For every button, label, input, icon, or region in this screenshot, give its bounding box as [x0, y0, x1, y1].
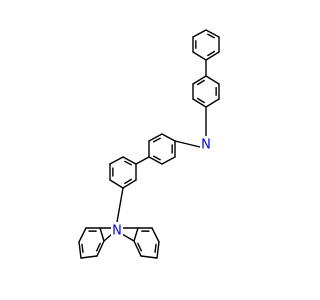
atom-n-amine: N	[200, 136, 212, 153]
molecule-structure: N N	[78, 29, 220, 259]
atom-n-carbazole: N	[111, 222, 123, 239]
ring-biphenyl-inner-double-3	[196, 97, 205, 104]
ring-carbazole-left-bond-2	[78, 241, 82, 259]
atom-label-layer: N N	[111, 136, 212, 239]
ring-meta-phenylene-bond-5	[122, 156, 137, 165]
ring-aminophenyl-double-2	[152, 155, 161, 161]
ring-biphenyl-inner-double-5	[196, 79, 205, 86]
bond-layer	[78, 29, 220, 259]
ring-meta-phenylene-double-5	[124, 160, 133, 166]
ring-terminal-phenyl-bond-5	[192, 29, 207, 38]
ring-carbazole-left-bond-1	[80, 255, 98, 259]
ring-terminal-phenyl-double-0	[207, 33, 216, 39]
ring-biphenyl-inner-bond-2	[205, 98, 220, 108]
ring-meta-phenylene-double-1	[124, 178, 133, 185]
bond-phenylene-to-n-carbazole	[116, 187, 124, 223]
ring-carbazole-left-bond-0	[96, 240, 105, 257]
ring-carbazole-right-double-0	[137, 242, 143, 252]
ring-carbazole-left-double-2	[81, 243, 84, 253]
ring-biphenyl-inner-bond-3	[192, 98, 207, 108]
ring-carbazole-right-bond-2	[156, 241, 160, 259]
ring-aminophenyl-bond-1	[161, 156, 176, 165]
ring-terminal-phenyl-double-2	[207, 50, 216, 57]
ring-meta-phenylene-bond-1	[122, 179, 137, 189]
ring-aminophenyl-double-4	[152, 137, 161, 143]
bond-n-amine-to-aminophenyl	[174, 140, 201, 148]
ring-carbazole-right-bond-3	[151, 227, 160, 243]
atom-label-n-amine: N	[201, 138, 211, 153]
ring-carbazole-left-bond-5	[99, 227, 105, 242]
ring-aminophenyl-bond-2	[148, 156, 163, 165]
ring-biphenyl-inner-bond-0	[205, 75, 220, 85]
ring-carbazole-right-bond-1	[140, 255, 158, 259]
ring-carbazole-left-double-0	[95, 242, 101, 252]
ring-carbazole-right-double-2	[154, 243, 157, 253]
ring-aminophenyl-bond-4	[148, 133, 163, 142]
bond-n-to-carbazole-left	[103, 233, 113, 242]
ring-terminal-phenyl-bond-2	[205, 51, 220, 61]
atom-label-n-carbazole: N	[112, 224, 122, 239]
ring-carbazole-left-bond-3	[78, 227, 87, 243]
ring-terminal-phenyl-bond-3	[192, 51, 207, 61]
ring-meta-phenylene-bond-2	[109, 179, 124, 189]
ring-aminophenyl-bond-5	[161, 133, 176, 142]
ring-carbazole-right-bond-5	[133, 227, 139, 242]
bond-aminophenyl-to-phenylene	[135, 156, 150, 165]
ring-meta-phenylene-bond-4	[109, 156, 124, 165]
ring-biphenyl-inner-bond-5	[192, 75, 207, 85]
bond-n-to-carbazole-right	[121, 233, 135, 242]
ring-carbazole-right-bond-0	[133, 240, 142, 257]
ring-terminal-phenyl-bond-0	[205, 29, 220, 38]
